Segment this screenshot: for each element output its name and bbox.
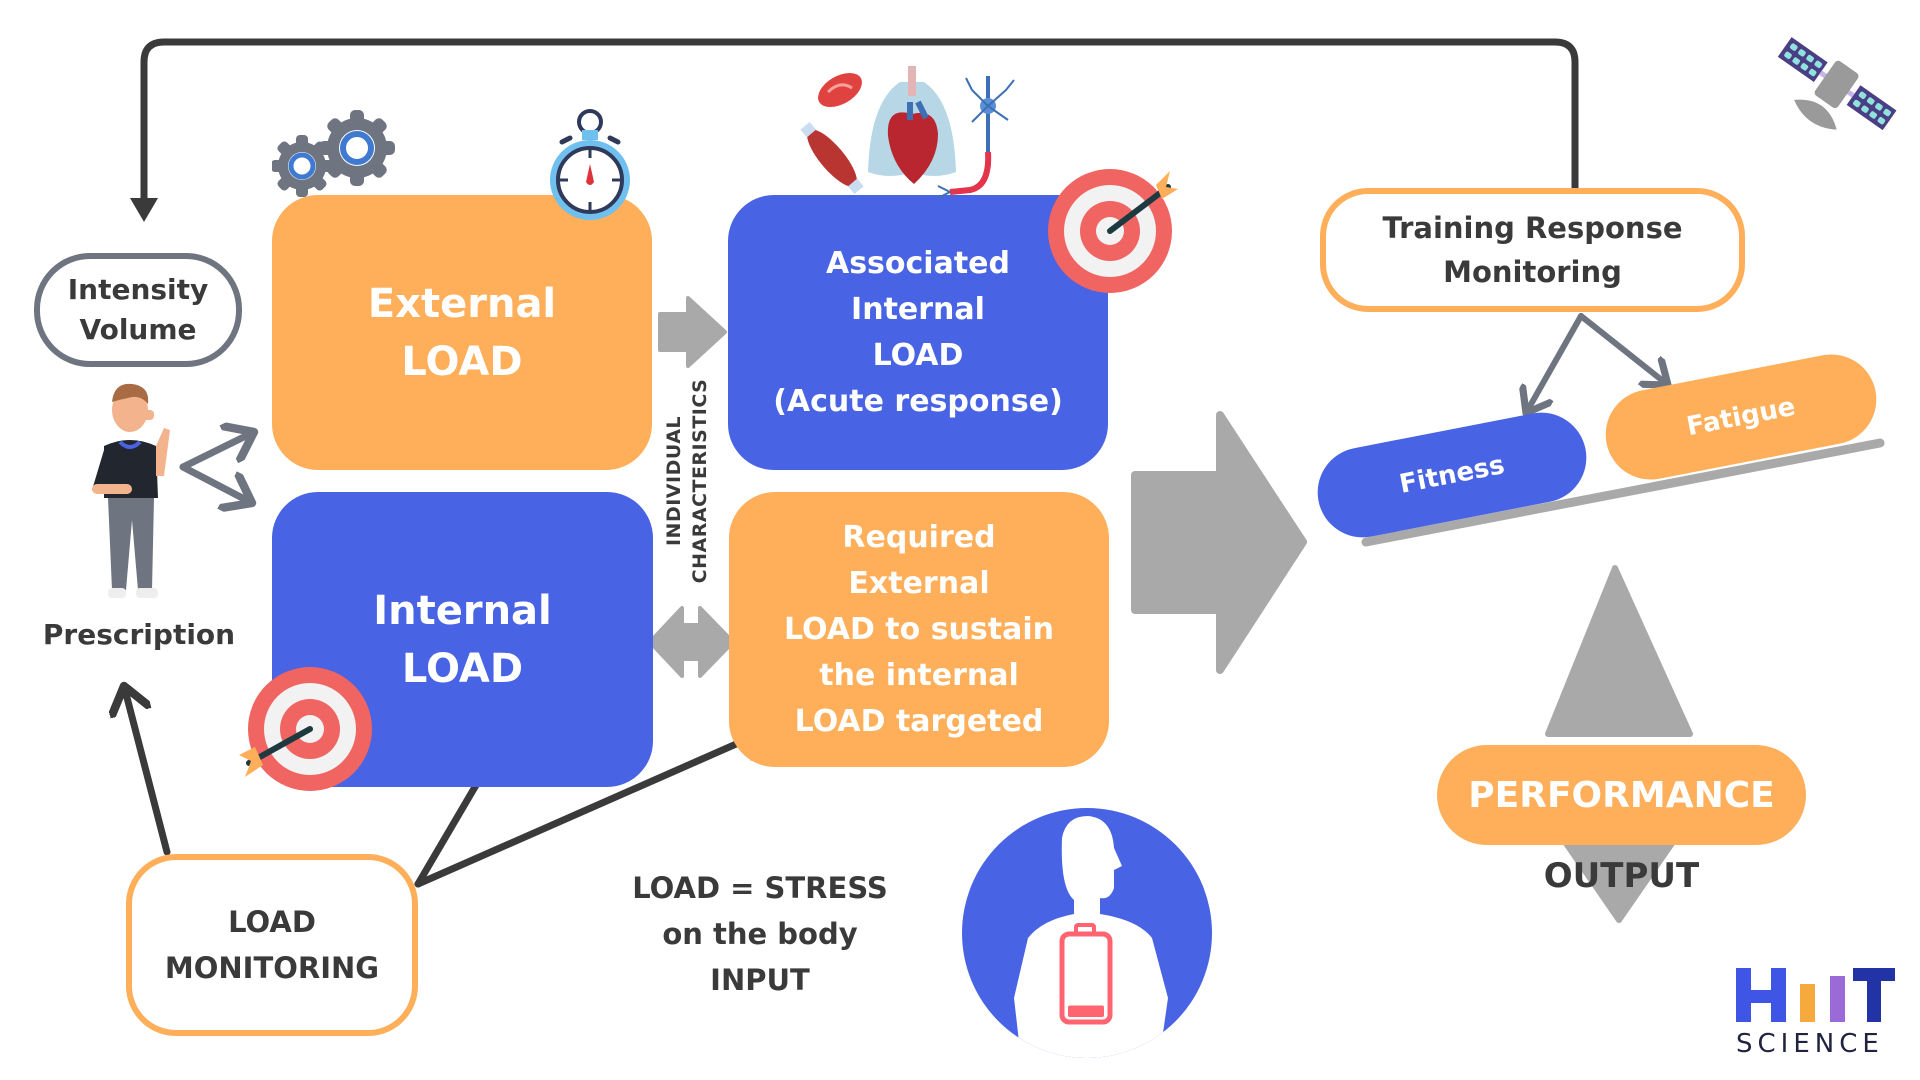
- target-icon: [1048, 169, 1178, 293]
- satellite-icon: [1777, 37, 1897, 131]
- balance-beam: [1361, 438, 1885, 547]
- feedback-loop-arrow: [140, 38, 1579, 200]
- associated-line-3: LOAD: [872, 337, 964, 373]
- to-balance-big-arrow: [1131, 411, 1307, 674]
- training-response-line-2: Monitoring: [1443, 255, 1622, 289]
- load-monitoring-box[interactable]: LOAD MONITORING: [126, 854, 418, 1036]
- load-monitoring-line-1: LOAD: [228, 905, 316, 939]
- stopwatch-icon: [550, 109, 630, 220]
- feedback-arrowhead: [130, 198, 158, 222]
- intensity-volume-box[interactable]: Intensity Volume: [34, 253, 242, 367]
- coach-person-icon: [92, 383, 170, 598]
- training-response-monitoring-box[interactable]: Training Response Monitoring: [1320, 188, 1745, 312]
- associated-line-2: Internal: [851, 291, 985, 327]
- prescription-split-arrows: [179, 432, 254, 503]
- prescription-label: Prescription: [42, 618, 236, 651]
- individual-characteristics-label: INDIVIDUAL CHARACTERISTICS: [661, 379, 713, 584]
- target-icon: [239, 667, 372, 791]
- load-stress-note: LOAD = STRESS on the body INPUT: [600, 865, 920, 1003]
- volume-label: Volume: [79, 313, 197, 346]
- battery-level: [1068, 1005, 1104, 1017]
- characteristics-label: CHARACTERISTICS: [689, 378, 711, 584]
- required-external-load-box[interactable]: Required External LOAD to sustain the in…: [729, 492, 1109, 767]
- gears-icon: [272, 110, 395, 197]
- load-monitoring-line-2: MONITORING: [164, 951, 380, 985]
- internal-load-line-1: Internal: [373, 587, 552, 634]
- performance-label: PERFORMANCE: [1468, 774, 1775, 816]
- external-load-line-1: External: [367, 280, 557, 327]
- associated-line-4: (Acute response): [773, 383, 1063, 419]
- balance-fulcrum: [1545, 565, 1693, 737]
- stress-line-1: LOAD = STRESS: [632, 871, 888, 905]
- external-to-associated-arrow: [658, 296, 727, 368]
- stress-line-3: INPUT: [710, 963, 810, 997]
- required-line-5: LOAD targeted: [794, 703, 1044, 739]
- external-load-box[interactable]: External LOAD: [272, 195, 652, 470]
- external-load-line-2: LOAD: [401, 338, 523, 385]
- body-battery-icon: [962, 808, 1212, 1058]
- performance-pill[interactable]: PERFORMANCE: [1437, 745, 1806, 845]
- training-response-split-arrows: [1526, 313, 1668, 413]
- physiology-organs-icon: [800, 66, 1015, 199]
- fatigue-label: Fatigue: [1684, 391, 1798, 443]
- required-line-2: External: [848, 565, 990, 601]
- hiit-science-logo: [1736, 968, 1895, 1022]
- required-line-3: LOAD to sustain: [784, 611, 1054, 647]
- internal-load-line-2: LOAD: [401, 645, 524, 692]
- internal-required-double-arrow: [648, 606, 735, 678]
- individual-label: INDIVIDUAL: [663, 415, 685, 547]
- intensity-label: Intensity: [67, 273, 209, 306]
- logo-science-text: SCIENCE: [1736, 1029, 1884, 1059]
- required-line-4: the internal: [819, 657, 1019, 693]
- output-label: OUTPUT: [1543, 856, 1700, 896]
- associated-internal-load-box[interactable]: Associated Internal LOAD (Acute response…: [728, 195, 1108, 470]
- associated-line-1: Associated: [825, 245, 1010, 281]
- training-response-line-1: Training Response: [1382, 211, 1683, 245]
- required-line-1: Required: [842, 519, 996, 555]
- fitness-label: Fitness: [1397, 450, 1507, 500]
- stress-line-2: on the body: [662, 917, 858, 951]
